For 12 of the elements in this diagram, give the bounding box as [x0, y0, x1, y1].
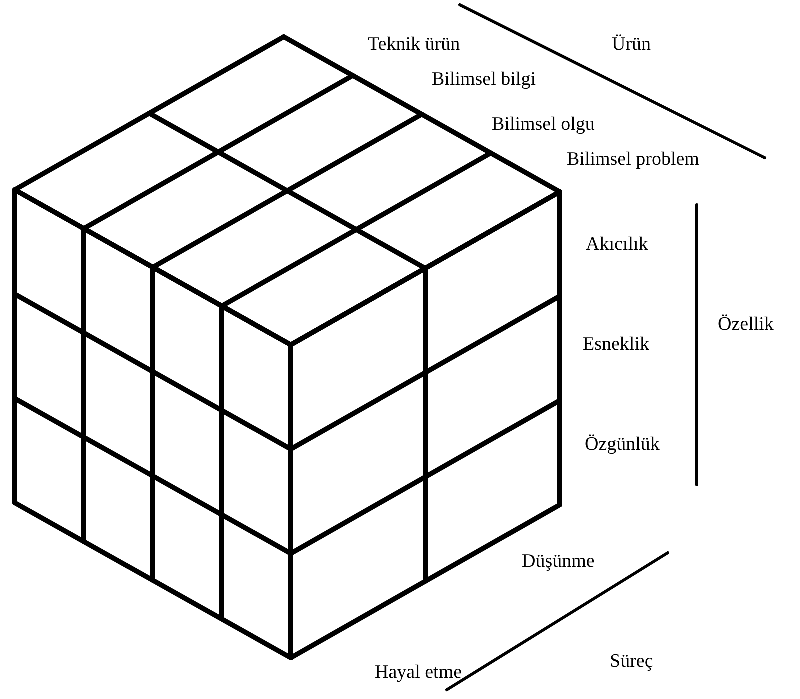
axis-label: Bilimsel problem	[567, 149, 700, 171]
axis-label: Düşünme	[522, 551, 595, 573]
axis-label: Bilimsel olgu	[492, 114, 595, 136]
axis-label: Süreç	[610, 651, 654, 673]
axis-label: Özgünlük	[585, 434, 660, 456]
axis-label: Bilimsel bilgi	[432, 69, 536, 91]
axis-label: Hayal etme	[375, 662, 462, 684]
axis-label: Özellik	[718, 314, 774, 336]
axis-label: Esneklik	[583, 334, 650, 356]
axis-label: Ürün	[612, 34, 652, 56]
axis-label: Akıcılık	[586, 234, 648, 256]
axis-label: Teknik ürün	[368, 34, 460, 56]
